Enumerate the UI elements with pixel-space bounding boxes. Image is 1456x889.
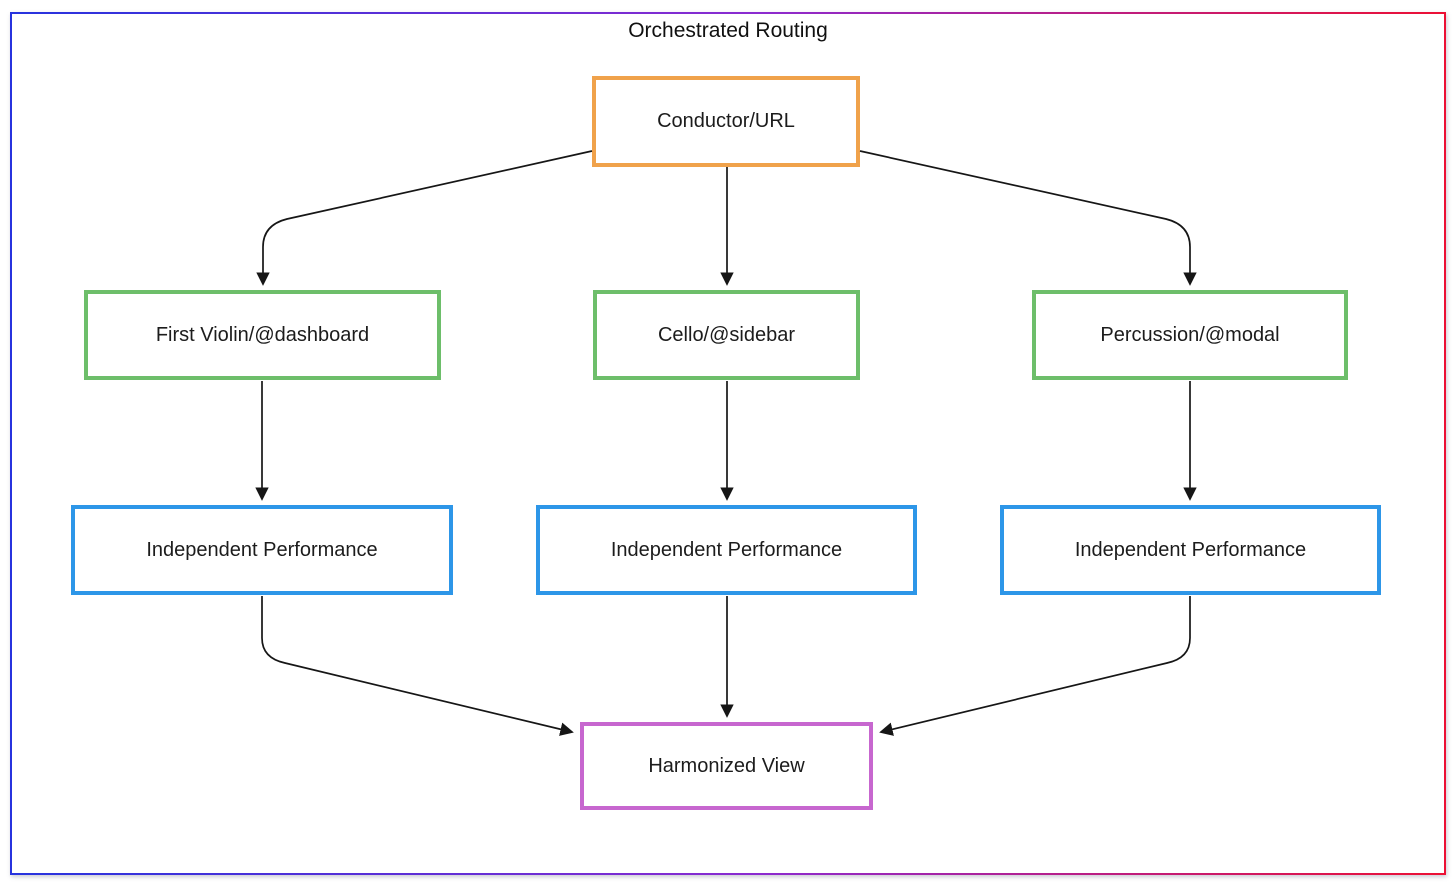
diagram-title: Orchestrated Routing — [628, 19, 828, 42]
node-cello-sidebar: Cello/@sidebar — [593, 290, 860, 380]
node-label: Independent Performance — [1074, 538, 1307, 561]
edge-performance-right-to-harmonized — [879, 596, 1191, 736]
node-percussion-modal: Percussion/@modal — [1032, 290, 1348, 380]
node-label: Cello/@sidebar — [657, 323, 796, 346]
node-label: First Violin/@dashboard — [155, 323, 370, 346]
node-label: Harmonized View — [648, 754, 805, 777]
node-harmonized-view: Harmonized View — [580, 722, 873, 810]
edge-performance-left-to-harmonized — [261, 596, 574, 736]
node-label: Independent Performance — [146, 538, 378, 561]
node-independent-performance-center: Independent Performance — [536, 505, 917, 595]
node-label: Independent Performance — [610, 538, 843, 561]
edge-conductor-to-violin — [256, 150, 593, 286]
node-independent-performance-right: Independent Performance — [1000, 505, 1381, 595]
node-label: Conductor/URL — [657, 110, 795, 132]
node-first-violin-dashboard: First Violin/@dashboard — [84, 290, 441, 380]
node-label: Percussion/@modal — [1100, 323, 1280, 346]
node-conductor-url: Conductor/URL — [592, 76, 860, 167]
node-independent-performance-left: Independent Performance — [71, 505, 453, 595]
edge-conductor-to-percussion — [859, 150, 1197, 286]
